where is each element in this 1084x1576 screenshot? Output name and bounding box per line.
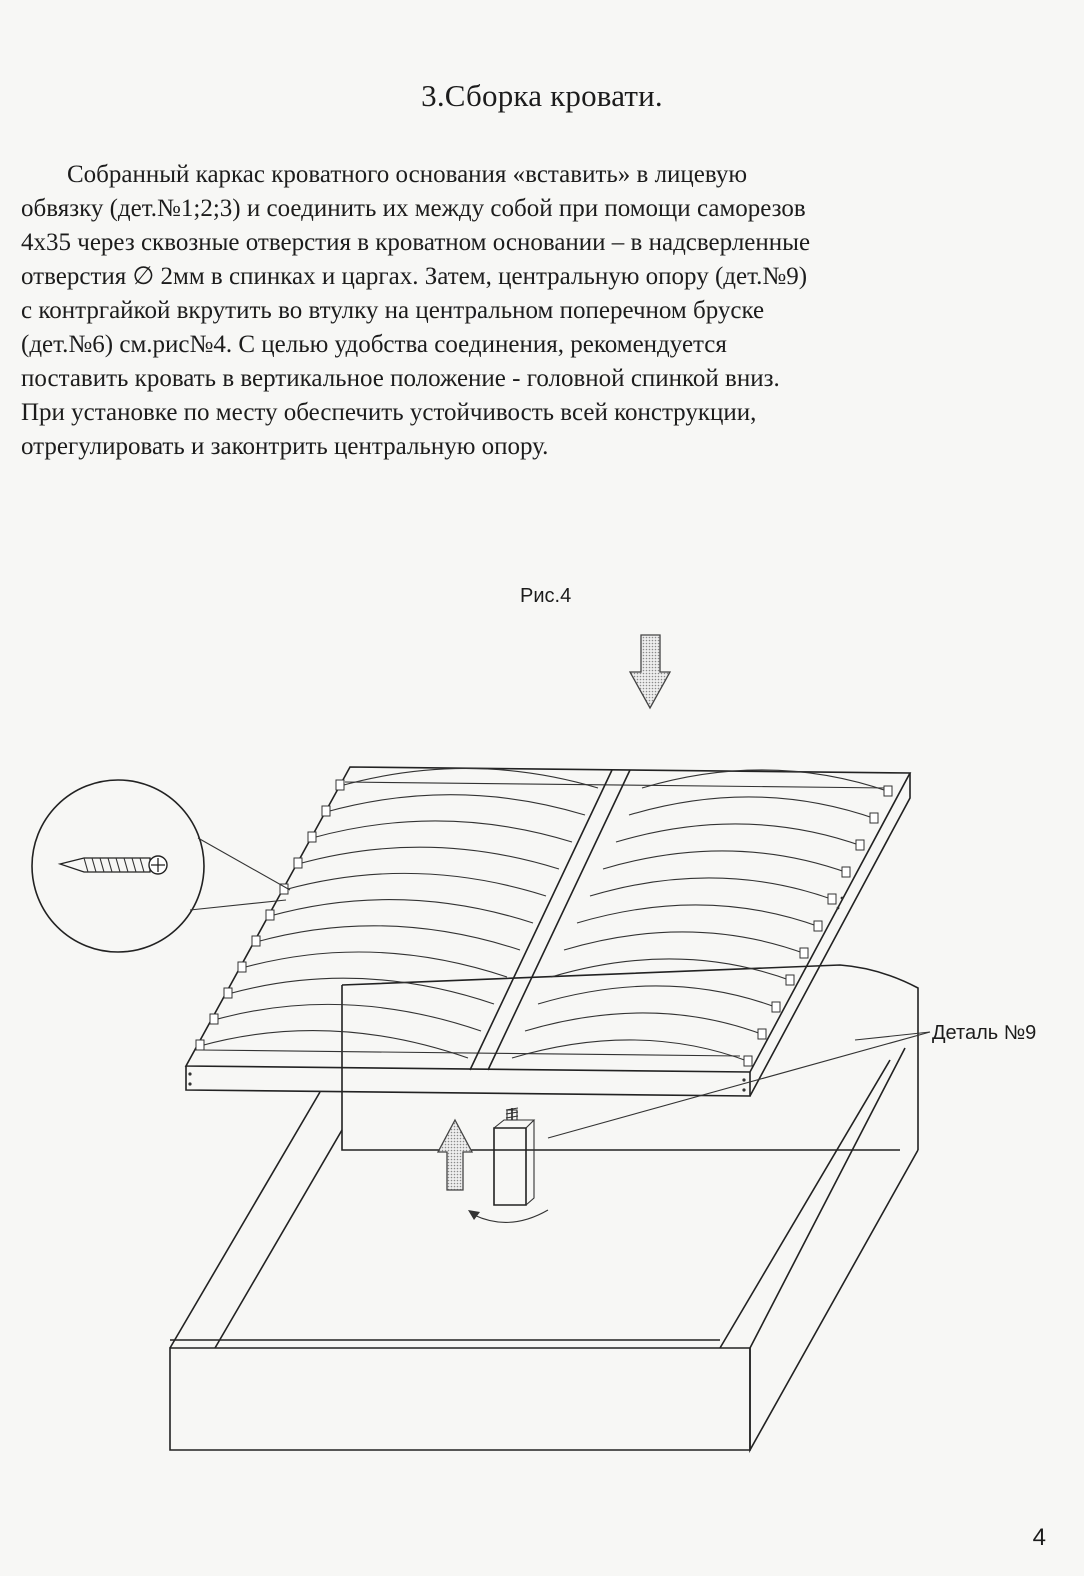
screw-callout [31,779,291,953]
bed-box-frame [169,964,919,1454]
instruction-line: обвязку (дет.№1;2;3) и соединить их межд… [21,195,806,222]
up-arrow-icon [436,1118,474,1191]
figure-caption: Рис.4 [520,585,572,607]
down-arrow-icon [628,634,672,710]
instruction-line: 4х35 через сквозные отверстия в кроватно… [21,229,811,256]
page-number: 4 [1032,1524,1046,1551]
instruction-line: с контргайкой вкрутить во втулку на цент… [21,297,765,324]
instruction-line: поставить кровать в вертикальное положен… [21,365,780,392]
screw-icon [57,855,168,875]
instruction-line: отверстия ∅ 2мм в спинках и царгах. Зате… [21,263,808,290]
detail-callout-label: Деталь №9 [932,1022,1037,1044]
instruction-line: (дет.№6) см.рис№4. С целью удобства соед… [21,331,727,358]
instruction-line: При установке по месту обеспечить устойч… [21,399,757,426]
instruction-line: Собранный каркас кроватного основания «в… [67,161,748,188]
assembly-instructions: Собранный каркас кроватного основания «в… [21,158,1051,464]
rotation-arrow-icon [473,1209,549,1223]
detail-leader-lines [547,1031,931,1139]
slatted-base [184,766,912,1097]
page-title: 3.Сборка кровати. [421,78,663,113]
instruction-line: отрегулировать и законтрить центральную … [21,433,549,460]
central-support-leg [493,1107,536,1206]
rotation-arrowhead [468,1210,480,1220]
